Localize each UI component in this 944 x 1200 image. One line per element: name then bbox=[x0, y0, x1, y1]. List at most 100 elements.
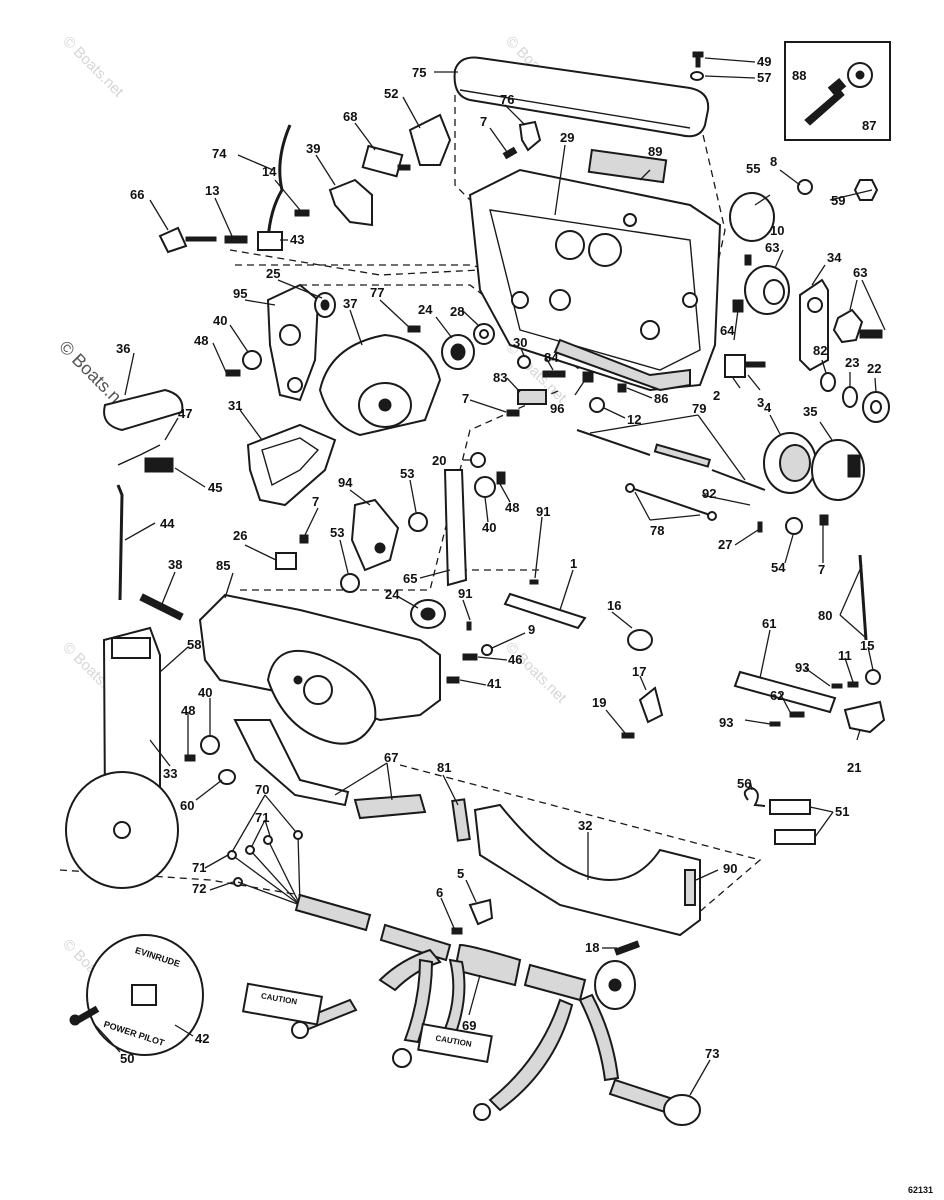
part-13-spring[interactable] bbox=[224, 235, 248, 244]
part-81-strip[interactable] bbox=[451, 798, 471, 842]
part-90-label[interactable] bbox=[684, 869, 696, 906]
part-23-washer[interactable] bbox=[842, 386, 858, 408]
part-34-bracket[interactable] bbox=[799, 278, 829, 372]
part-35-gauge[interactable] bbox=[811, 439, 865, 501]
part-76-clip[interactable] bbox=[518, 120, 542, 152]
part-59-nut[interactable] bbox=[853, 179, 879, 201]
part-15-nut[interactable] bbox=[865, 669, 881, 685]
part-70-terminals[interactable] bbox=[227, 830, 303, 906]
part-74-wire[interactable] bbox=[266, 124, 292, 241]
part-53-nut[interactable] bbox=[408, 512, 428, 532]
part-55-disc[interactable] bbox=[729, 192, 775, 242]
part-36-motor[interactable] bbox=[103, 388, 184, 432]
part-73-connector[interactable] bbox=[608, 1078, 701, 1126]
part-72-terminal[interactable] bbox=[233, 877, 301, 906]
part-7-screw-c[interactable] bbox=[299, 534, 309, 544]
part-25-bushing[interactable] bbox=[314, 292, 336, 318]
part-7-screw-b[interactable] bbox=[506, 409, 520, 417]
part-65-link-arm[interactable] bbox=[443, 469, 468, 587]
part-91-pin-b[interactable] bbox=[466, 621, 472, 631]
part-44-rod[interactable] bbox=[116, 484, 124, 601]
part-96-screw[interactable] bbox=[582, 371, 594, 383]
part-7-screw[interactable] bbox=[502, 146, 518, 160]
part-52-bracket[interactable] bbox=[408, 113, 452, 166]
part-29-housing[interactable] bbox=[468, 168, 722, 392]
part-48-screw-b[interactable] bbox=[496, 471, 506, 485]
part-82-washer[interactable] bbox=[820, 372, 836, 392]
part-86-washer[interactable] bbox=[617, 383, 627, 393]
part-33-wheel[interactable] bbox=[65, 771, 179, 889]
part-50-screw[interactable] bbox=[69, 1005, 100, 1026]
part-41-screw[interactable] bbox=[446, 676, 460, 684]
part-32-cover[interactable] bbox=[473, 803, 701, 937]
part-20-cap[interactable] bbox=[470, 452, 486, 468]
part-40-washer[interactable] bbox=[242, 350, 262, 370]
part-40-washer-c[interactable] bbox=[200, 735, 220, 755]
part-47-strap[interactable] bbox=[117, 444, 161, 466]
part-54-bushing[interactable] bbox=[785, 517, 803, 535]
part-46-spring[interactable] bbox=[462, 653, 478, 661]
part-8-nut[interactable] bbox=[797, 179, 813, 195]
part-94-cam[interactable] bbox=[350, 498, 400, 572]
part-2-switch[interactable] bbox=[724, 354, 766, 378]
part-69-harness[interactable] bbox=[291, 893, 636, 1121]
part-39-bracket[interactable] bbox=[328, 178, 373, 227]
connector-plug[interactable] bbox=[594, 960, 636, 1010]
callout-54: 54 bbox=[771, 560, 786, 575]
part-27-pin[interactable] bbox=[757, 521, 763, 533]
part-24-bushing-b[interactable] bbox=[410, 599, 446, 629]
part-7-screw-d[interactable] bbox=[819, 514, 829, 526]
part-31-frame[interactable] bbox=[246, 423, 337, 507]
part-45-block[interactable] bbox=[144, 457, 174, 473]
part-30-ball[interactable] bbox=[517, 355, 531, 369]
part-91-pin[interactable] bbox=[529, 579, 539, 585]
part-78-wire[interactable] bbox=[625, 483, 717, 521]
part-63-key-nut[interactable] bbox=[832, 308, 883, 344]
part-67-plate[interactable] bbox=[233, 719, 427, 820]
part-40-washer-b[interactable] bbox=[474, 476, 496, 498]
part-14-screw[interactable] bbox=[294, 209, 310, 217]
part-28-washer[interactable] bbox=[473, 323, 495, 345]
part-48-screw-c[interactable] bbox=[184, 754, 196, 762]
part-19-screw[interactable] bbox=[621, 732, 635, 739]
part-61-shaft[interactable] bbox=[733, 670, 837, 714]
part-6-screw[interactable] bbox=[451, 927, 463, 935]
part-9-ball[interactable] bbox=[481, 644, 493, 656]
part-84-spring[interactable] bbox=[542, 370, 566, 378]
part-10-pin[interactable] bbox=[744, 254, 752, 266]
part-43-connector[interactable] bbox=[257, 231, 283, 251]
part-12-screw[interactable] bbox=[589, 397, 605, 413]
part-53-nut-b[interactable] bbox=[340, 573, 360, 593]
part-42-cover[interactable]: EVINRUDE POWER PILOT bbox=[86, 934, 204, 1056]
part-83-plate[interactable] bbox=[517, 389, 547, 405]
part-89-label[interactable] bbox=[587, 148, 668, 184]
part-68-switch[interactable] bbox=[361, 144, 411, 178]
part-60-bushing[interactable] bbox=[218, 769, 236, 785]
part-22-bushing[interactable] bbox=[862, 391, 890, 423]
part-21-clip[interactable] bbox=[843, 700, 886, 734]
part-1-shaft[interactable] bbox=[503, 592, 587, 630]
part-38-spring[interactable] bbox=[139, 593, 184, 621]
part-77-screw[interactable] bbox=[407, 325, 421, 333]
part-51-clips[interactable] bbox=[769, 799, 816, 845]
part-11-pin[interactable] bbox=[847, 681, 859, 688]
part-4-gauge[interactable] bbox=[763, 432, 817, 494]
part-48-screw[interactable] bbox=[225, 369, 241, 377]
part-79-cable[interactable] bbox=[576, 429, 766, 491]
part-18-screw[interactable] bbox=[614, 940, 640, 956]
part-26-clip[interactable] bbox=[275, 552, 297, 570]
part-93-pin[interactable] bbox=[831, 683, 843, 689]
callout-77: 77 bbox=[370, 285, 384, 300]
part-49-screw[interactable] bbox=[692, 51, 704, 68]
part-5-clip[interactable] bbox=[468, 898, 494, 926]
part-17-clip[interactable] bbox=[638, 686, 664, 724]
part-16-cap[interactable] bbox=[627, 629, 653, 651]
part-93-pin-b[interactable] bbox=[769, 721, 781, 727]
part-57-washer[interactable] bbox=[690, 71, 704, 81]
part-63-switch[interactable] bbox=[744, 265, 790, 315]
part-24-bushing[interactable] bbox=[441, 334, 475, 370]
part-66-bolt[interactable] bbox=[158, 226, 217, 254]
part-62-pin[interactable] bbox=[789, 711, 805, 718]
part-75-top-cover[interactable] bbox=[453, 56, 710, 138]
part-80-rod[interactable] bbox=[858, 554, 868, 641]
